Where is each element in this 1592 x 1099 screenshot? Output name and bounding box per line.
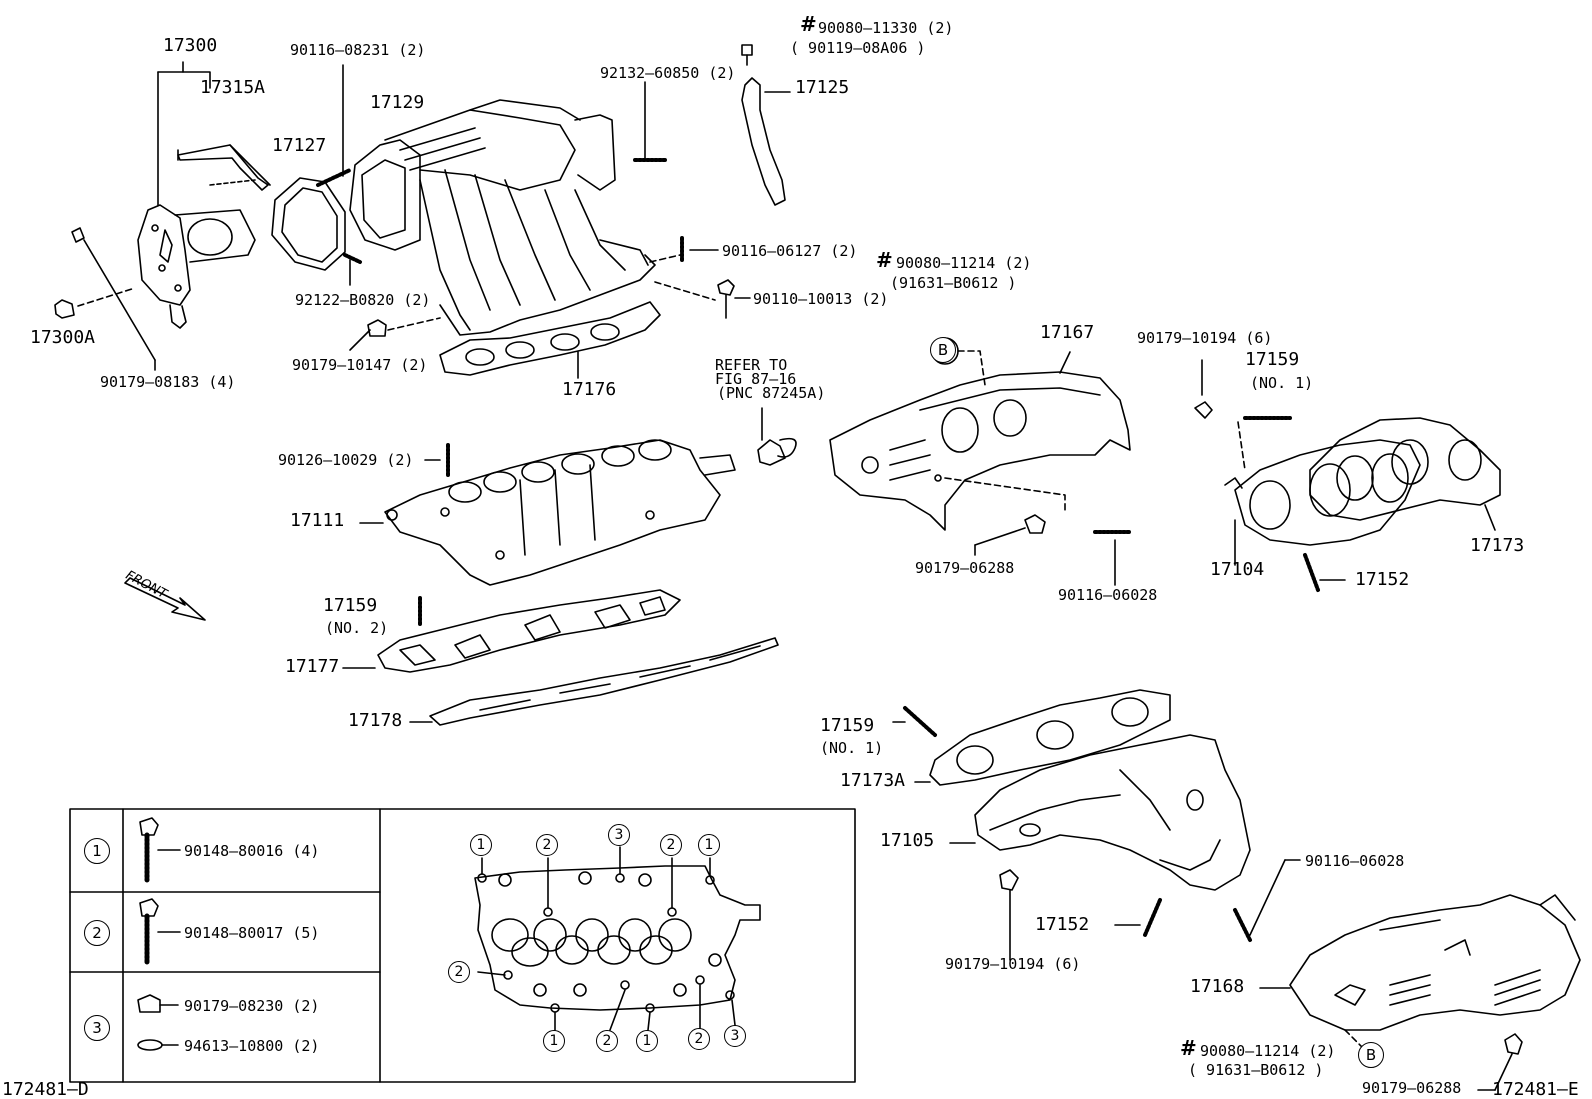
gasket-17315a-drawing [177,144,269,191]
bolt-marker: 2 [660,834,682,856]
part-label: 17105 [880,830,935,851]
part-label: 90080–11214 (2) [1200,1042,1336,1060]
part-label: 90080–11214 (2) [896,254,1032,272]
part-label: 17300 [163,35,218,56]
part-label: 17152 [1355,569,1410,590]
bolt-pattern-drawing [474,865,761,1013]
bolt-marker: 2 [448,961,470,983]
part-label: 90116–08231 (2) [290,41,426,59]
part-label: (NO. 1) [1250,374,1314,392]
exhaust-manifold-lower-drawing [974,734,1251,891]
part-label: 90179–06288 [915,559,1015,577]
callout-b: B [1358,1042,1384,1068]
legend-key: 1 [84,838,110,864]
legend-part: 90148–80016 (4) [184,842,320,860]
heat-insulator-lower-drawing [1289,894,1581,1031]
plug-17300a-drawing [54,299,75,319]
part-label: 17159 [1245,349,1300,370]
refer-note: REFER TO [715,356,788,374]
part-label: 90179–08183 (4) [100,373,236,391]
gasket-17176-drawing [439,301,661,376]
throttle-body-drawing [137,204,256,329]
part-label: 17176 [562,379,617,400]
part-label: 17127 [272,135,327,156]
heat-insulator-upper-drawing [829,371,1131,531]
callout-b: B [930,337,956,363]
gasket-17177-drawing [377,589,681,673]
part-label: 90179–10194 (6) [945,955,1081,973]
diagram-ref-right: 172481–E [1492,1079,1579,1099]
part-label: 17111 [290,510,345,531]
legend-key: 2 [84,920,110,946]
hash-mark: # [876,248,893,272]
bolt-marker: 3 [724,1025,746,1047]
gasket-17173a-drawing [929,689,1171,786]
legend-key: 3 [84,1015,110,1041]
intake-lower-drawing [384,439,736,586]
part-label: 17125 [795,77,850,98]
part-label: 17315A [200,77,266,98]
legend-part: 90148–80017 (5) [184,924,320,942]
part-label: 17168 [1190,976,1245,997]
gasket-17173-drawing [1309,417,1501,521]
intake-plenum-drawing [349,99,656,336]
part-label: 17159 [323,595,378,616]
legend-part: 90179–08230 (2) [184,997,320,1015]
leader-line [157,71,211,89]
bolt-marker: 1 [543,1030,565,1052]
legend-frame [69,808,856,1083]
part-label: 90126–10029 (2) [278,451,414,469]
bolt-marker: 1 [698,834,720,856]
part-label: 90116–06028 [1305,852,1405,870]
diagram-ref-left: 172481–D [2,1079,89,1099]
part-label: (NO. 2) [325,619,389,637]
gasket-17178-drawing [429,637,779,726]
part-label: 17159 [820,715,875,736]
part-label: 92122–B0820 (2) [295,291,431,309]
part-label: 90080–11330 (2) [818,19,954,37]
part-label: 92132–60850 (2) [600,64,736,82]
bolt-marker: 1 [636,1030,658,1052]
part-label: 17177 [285,656,340,677]
hash-mark: # [1180,1036,1197,1060]
part-label: (NO. 1) [820,739,884,757]
bolt-marker: 2 [596,1030,618,1052]
part-label: 17104 [1210,559,1265,580]
bolt-marker: 2 [688,1028,710,1050]
stay-17125-drawing [741,77,786,206]
part-label: 90116–06028 [1058,586,1158,604]
part-label: 17173 [1470,535,1525,556]
part-label: (91631–B0612 ) [890,274,1017,292]
part-label: 90110–10013 (2) [753,290,889,308]
hash-mark: # [800,12,817,36]
part-label: 17178 [348,710,403,731]
part-label: 17129 [370,92,425,113]
bolt-marker: 2 [536,834,558,856]
front-arrow-drawing [124,577,206,621]
part-label: 17152 [1035,914,1090,935]
bolt-marker: 1 [470,834,492,856]
gasket-17127-drawing [271,177,346,271]
part-label: 17300A [30,327,96,348]
part-label: 90116–06127 (2) [722,242,858,260]
refer-note: FIG 87–16 [715,370,797,388]
part-label: 90179–10147 (2) [292,356,428,374]
legend-part: 94613–10800 (2) [184,1037,320,1055]
bolt-marker: 3 [608,824,630,846]
part-label: 17173A [840,770,906,791]
exhaust-manifold-drawing [1224,439,1421,546]
part-label: 90179–06288 [1362,1079,1462,1097]
part-label: 17167 [1040,322,1095,343]
refer-note: (PNC 87245A) [717,384,826,402]
part-label: ( 90119–08A06 ) [790,39,926,57]
part-label: 90179–10194 (6) [1137,329,1273,347]
part-label: ( 91631–B0612 ) [1188,1061,1324,1079]
